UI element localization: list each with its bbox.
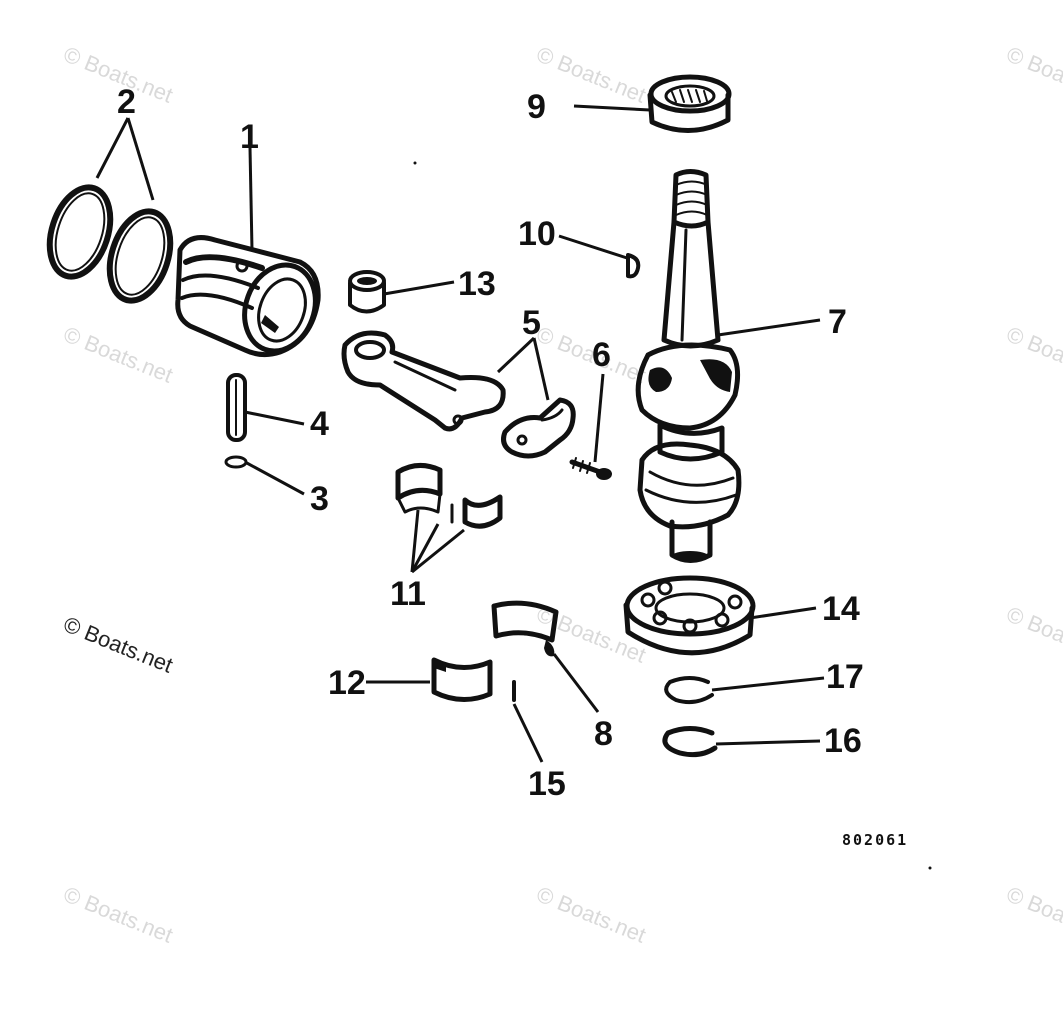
watermark: © Boats.net (1003, 321, 1063, 387)
wrist-pin (226, 373, 247, 442)
ball-bearing (623, 575, 756, 656)
rod-bearing-halves (395, 463, 503, 529)
snap-ring-17 (664, 676, 714, 705)
woodruff-key (626, 253, 641, 279)
piston-rings (46, 184, 174, 304)
callout-10: 10 (518, 215, 556, 253)
callout-3: 3 (310, 480, 329, 518)
callout-14: 14 (822, 590, 860, 628)
callout-6: 6 (592, 336, 611, 374)
upper-bearing (647, 74, 732, 133)
watermark: © Boats.net (60, 881, 176, 947)
leader-lines (95, 104, 825, 763)
callout-4: 4 (310, 405, 329, 443)
watermarks: © Boats.net © Boats.net © Boats.net © Bo… (60, 41, 1063, 947)
speck (928, 866, 932, 870)
wrist-pin-bearing (348, 270, 386, 314)
watermark: © Boats.net (533, 881, 649, 947)
watermark: © Boats.net (1003, 881, 1063, 947)
speck (413, 161, 417, 165)
callout-8: 8 (594, 715, 613, 753)
callouts: 2 1 9 10 13 7 5 6 4 3 11 14 12 17 8 16 1… (117, 83, 864, 803)
snap-ring-16 (662, 726, 718, 758)
callout-1: 1 (240, 118, 259, 156)
callout-7: 7 (828, 303, 847, 341)
callout-16: 16 (824, 722, 862, 760)
piston (175, 235, 321, 358)
main-bearing-half-12 (431, 657, 493, 702)
callout-2: 2 (117, 83, 136, 121)
callout-17: 17 (826, 658, 864, 696)
part-number: 802061 (842, 831, 908, 849)
retaining-ring (224, 455, 248, 469)
callout-5: 5 (522, 304, 541, 342)
callout-9: 9 (527, 88, 546, 126)
watermark: © Boats.net (1003, 41, 1063, 107)
callout-13: 13 (458, 265, 496, 303)
watermark: © Boats.net (60, 321, 176, 387)
callout-15: 15 (528, 765, 566, 803)
callout-11: 11 (390, 575, 426, 613)
rod-cap (501, 397, 576, 459)
rod-screw (569, 457, 612, 480)
crankshaft (635, 169, 742, 563)
connecting-rod (341, 330, 506, 432)
callout-12: 12 (328, 664, 366, 702)
main-bearing-half (491, 600, 559, 657)
watermark: © Boats.net (1003, 601, 1063, 667)
watermark: © Boats.net (533, 41, 649, 107)
watermark-dark: © Boats.net (60, 611, 176, 677)
